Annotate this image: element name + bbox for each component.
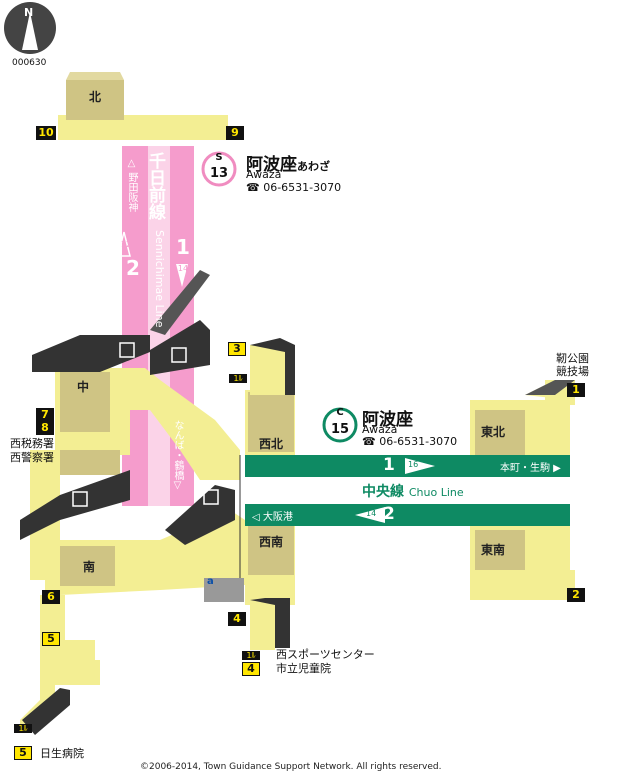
sennichimae-name-ja: 千日前線 [145, 152, 165, 220]
station-c-letter: C [336, 407, 344, 418]
zone-southeast: 東南 [480, 543, 505, 557]
sennichimae-track2-badge: 12 [120, 240, 132, 249]
exit-4-lift[interactable]: 4 [242, 662, 260, 676]
exit-4[interactable]: 4 [228, 612, 246, 626]
station-c-badge [322, 407, 358, 443]
sennichimae-dir-up: △ 野田阪神 [126, 158, 137, 213]
stair-block [250, 598, 290, 648]
exit-6[interactable]: 6 [42, 590, 60, 604]
chuo-track2-arrow-icon [355, 507, 385, 523]
station-s-badge [201, 151, 237, 187]
station-c-name: 阿波座 [362, 410, 413, 430]
exit-7[interactable]: 7 [36, 408, 54, 422]
exit-9[interactable]: 9 [226, 126, 244, 140]
landmark-hospital: 日生病院 [40, 747, 84, 760]
station-c-number: 15 [330, 422, 350, 437]
chuo-track1-dest: 本町・生駒 ▶ [500, 463, 561, 474]
zone-south: 南 [82, 560, 95, 574]
landmark-tax-office: 西税務署 [10, 437, 54, 450]
station-s-number: 13 [209, 166, 229, 181]
north-label: N [24, 6, 34, 19]
chuo-track1-arrow-icon [405, 458, 435, 474]
zone-middle: 中 [76, 380, 89, 394]
station-s-name: 阿波座あわざ [246, 150, 330, 175]
landmark-stadium: 競技場 [556, 365, 589, 378]
exit4-corridor [250, 600, 275, 650]
exit-3[interactable]: 3 [228, 342, 246, 356]
northwest-block [248, 392, 294, 452]
station-c-romaji: Awaza [362, 423, 398, 436]
chuo-name-ja: 中央線 [362, 484, 404, 500]
exit-5[interactable]: 5 [14, 746, 32, 760]
stair-icon-group [72, 342, 219, 507]
stair-block [20, 470, 130, 540]
southwest-block [248, 525, 294, 575]
chuo-track1-badge: 16 [408, 460, 419, 469]
northeast-block [475, 410, 525, 455]
sennichimae-track1-badge: 14 [177, 264, 189, 273]
stair-block [150, 270, 210, 335]
station-s-phone: ☎ 06-6531-3070 [246, 181, 342, 194]
exit-5-inner[interactable]: 5 [42, 632, 60, 646]
zone-northwest: 西北 [258, 437, 283, 451]
stair-block [22, 688, 70, 735]
sennichimae-name-en: Sennichimae Line [153, 230, 166, 328]
facility-a-label: a [207, 576, 214, 587]
sennichimae-dir-down: なんば・鶴橋▽ [172, 420, 183, 491]
southeast-block [475, 530, 525, 570]
north-concourse [58, 115, 228, 140]
chuo-track2-badge: 14 [366, 509, 377, 518]
chuo-platform-mid [245, 477, 570, 504]
exit-2[interactable]: 2 [567, 588, 585, 602]
middle-zone-block [60, 372, 110, 432]
exit5-corridor-b [55, 660, 100, 685]
exit3-corridor [250, 345, 285, 395]
station-s-romaji: Awaza [246, 168, 282, 181]
chuo-track1: 1 [383, 455, 395, 475]
landmark-childrens-hall: 市立児童院 [276, 662, 331, 675]
zone-northeast: 東北 [480, 425, 505, 439]
chuo-platform-2 [245, 504, 570, 526]
exit-3-lift-icon: 1ﾙ [229, 374, 247, 383]
north-block-top [66, 72, 124, 80]
facility-panel [204, 578, 244, 602]
tax-corridor [60, 450, 120, 475]
exit-1[interactable]: 1 [567, 383, 585, 397]
station-s-letter: S [215, 152, 223, 163]
chuo-track2: 2 [383, 504, 395, 524]
sennichimae-track2: 2 [126, 256, 140, 280]
stair-block [250, 338, 295, 395]
exit-10[interactable]: 10 [36, 126, 56, 140]
landmark-sports-center: 西スポーツセンター [276, 648, 375, 661]
stair-block [525, 380, 575, 395]
chuo-name-en: Chuo Line [408, 486, 464, 499]
landmark-utsubo: 靭公園 [556, 352, 589, 365]
south-zone-block [60, 546, 115, 586]
north-block [66, 80, 124, 120]
sennichimae-track1: 1 [176, 235, 190, 259]
copyright: ©2006-2014, Town Guidance Support Networ… [140, 762, 442, 772]
exit-4-lift-icon: 1ﾙ [242, 651, 260, 660]
station-c-phone: ☎ 06-6531-3070 [362, 435, 458, 448]
chuo-line-label: 中央線 Chuo Line [362, 481, 464, 501]
sennichimae-track1-arrow-icon [176, 264, 188, 287]
station-s-kana: あわざ [297, 160, 330, 173]
north-arrow-needle [22, 12, 38, 50]
exit-8[interactable]: 8 [36, 421, 54, 435]
sennichimae-track2-arrow-icon [117, 231, 131, 257]
chuo-track2-dest: ◁ 大阪港 [252, 512, 293, 523]
landmark-police: 西警察署 [10, 451, 54, 464]
zone-north: 北 [88, 90, 101, 104]
map-id: 000630 [12, 58, 47, 68]
station-s-name-text: 阿波座 [246, 155, 297, 175]
zone-southwest: 西南 [258, 535, 283, 549]
exit-5-lift-icon: 1ﾙ [14, 724, 32, 733]
